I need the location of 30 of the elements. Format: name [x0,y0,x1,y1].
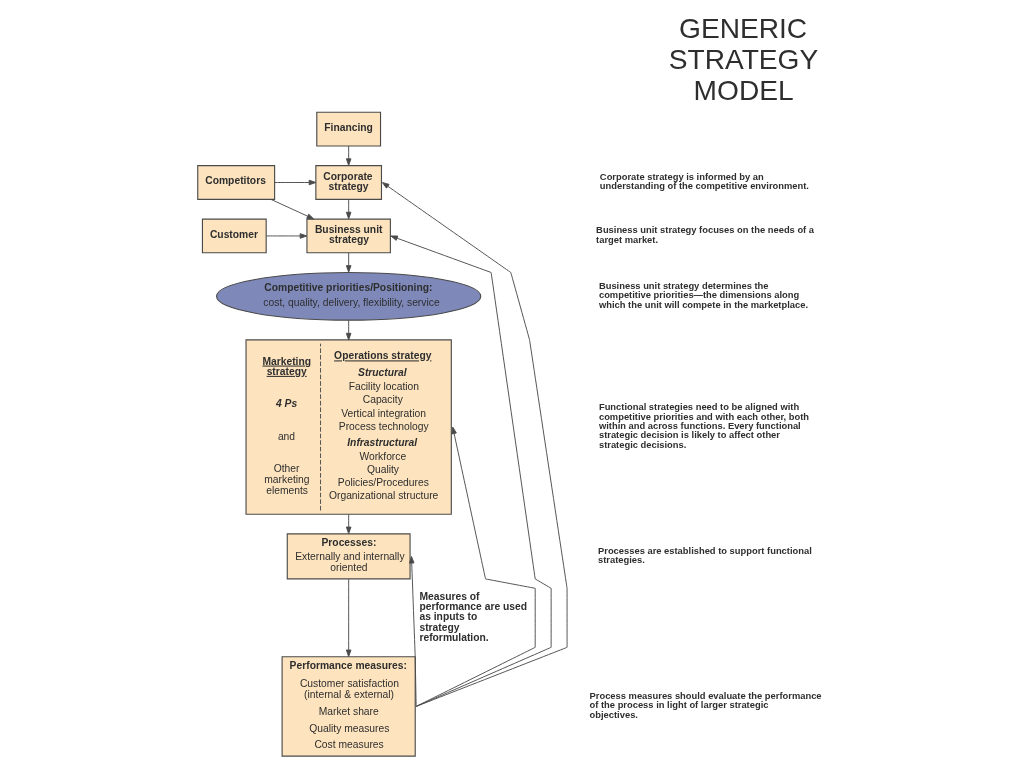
arrow [345,319,352,341]
arrow [408,555,417,707]
node-box: Business unit strategy [306,218,391,254]
node-box: Competitors [197,165,276,200]
arrow [345,252,352,273]
arrow [390,235,552,707]
arrow [415,426,536,707]
arrow [266,233,308,239]
label: Business unit strategy focuses on the needs of a target market. [596,225,815,245]
label: Business unit strategy determines the competitive priorities—the dimensions along which the unit will compete in the marketplace. [598,280,809,310]
node-ellipse: Competitive priorities/Positioning: cost, quality, delivery, flexibility, service [216,271,482,321]
label: Corporate strategy is informed by an understanding of the competitive environment. [599,171,809,192]
node-box: Marketing strategy 4 Ps and Other marketing elements Operations strategy Structural Facility location Capacity Vertical integration Process technology Infrastructural Workforce Quality Policies/Procedures Organizational structure [245,339,452,515]
diagram-title: GENERIC STRATEGY MODEL [668,13,819,107]
edge-label: Measures of performance are used as inputs to strategy reformulation. [419,590,528,644]
arrow [274,179,317,186]
arrow [345,578,352,657]
arrow [381,182,568,707]
label: Processes are established to support functional strategies. [598,545,812,565]
arrow [345,145,352,166]
node-box: Performance measures: Customer satisfaction (internal & external) Market share Quality measures Cost measures [281,656,416,757]
arrow [345,514,352,535]
label: Functional strategies need to be aligned with competitive priorities and with each other, both within and across functions. Every functional strategic decision is likely to affect other strategic decisions. [598,402,810,450]
node-box: Customer [201,218,267,254]
node-box: Financing [316,111,382,147]
arrow [345,199,352,220]
label: Process measures should evaluate the performance of the process in light of larger strategic objectives. [589,690,822,720]
node-box: Processes: Externally and internally oriented [286,533,411,580]
node-box: Corporate strategy [315,165,383,200]
arrow [270,199,315,220]
